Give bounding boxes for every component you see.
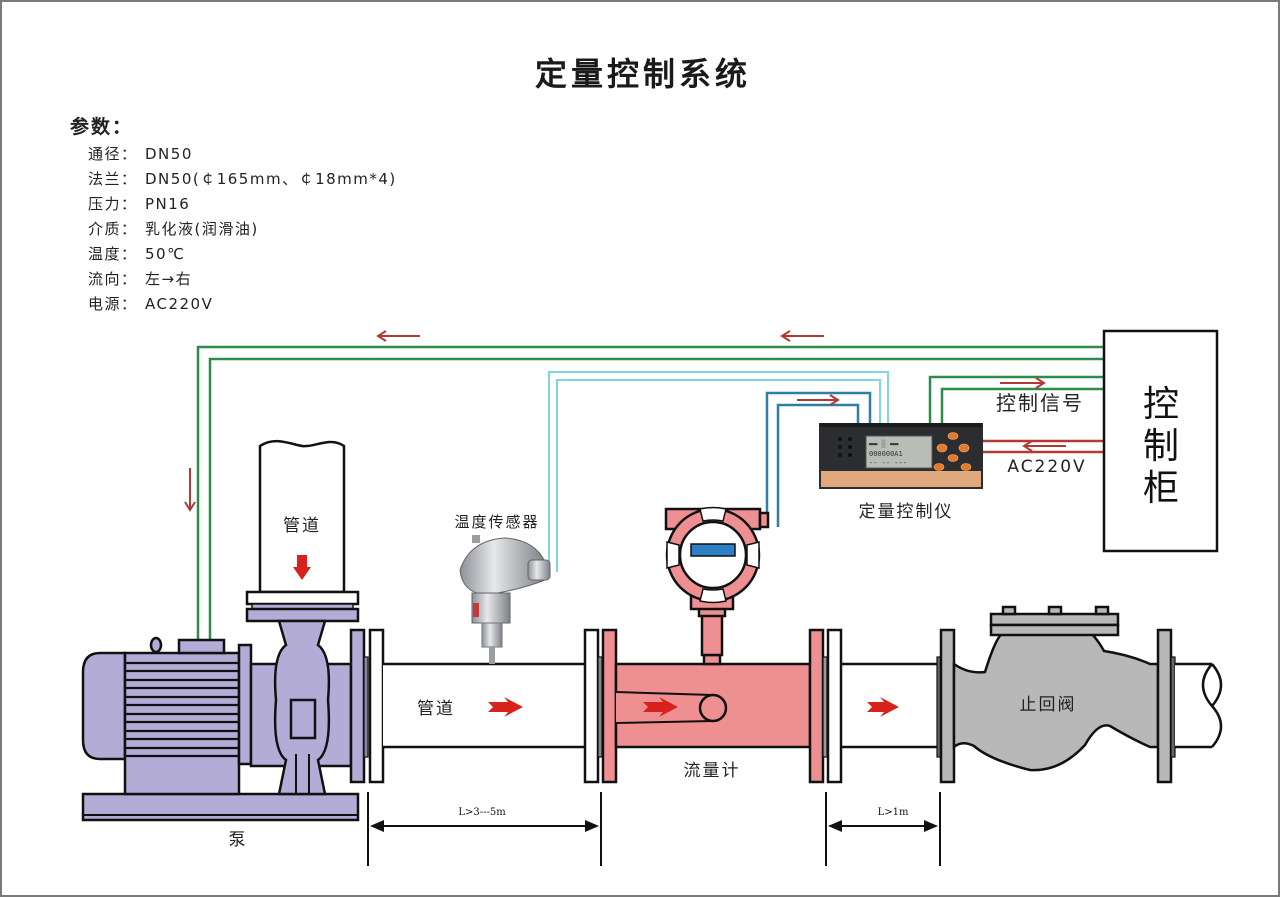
check-valve: [936, 605, 1223, 784]
parameter-value: DN50: [145, 145, 193, 163]
svg-text:-- -- ---: -- -- ---: [869, 459, 907, 467]
parameter-value: 左→右: [145, 270, 192, 288]
cabinet-label-1: 控: [1143, 384, 1179, 425]
check-valve-label: 止回阀: [1020, 695, 1077, 715]
parameter-label: 电源：: [88, 295, 138, 313]
flow-right-arrow-icon: [643, 697, 678, 717]
pump-label: 泵: [229, 830, 248, 850]
parameter-label: 温度：: [88, 245, 138, 263]
parameter-value: 50℃: [145, 245, 185, 263]
dimension-upstream: [367, 792, 602, 866]
pump-wire-outer: [196, 345, 1104, 640]
inlet-pipe-label: 管道: [283, 516, 321, 536]
flow-down-arrow-icon: [293, 555, 311, 580]
parameter-label: 压力：: [88, 195, 138, 213]
power-wires: [983, 439, 1104, 454]
temp-wire-outer: [548, 371, 889, 572]
flow-wire-outer: [765, 391, 872, 527]
arrow-right-icon: [1000, 377, 1046, 389]
inlet-pipe: 管道: [245, 439, 360, 623]
flowmeter-wires: [765, 391, 872, 527]
parameters-block: 参数： 通径： DN50 法兰： DN50(￠165mm、￠18mm*4) 压力： PN1…: [70, 115, 397, 313]
controller-key-up[interactable]: [947, 432, 959, 440]
controller-key-right[interactable]: [958, 443, 970, 453]
parameter-value: PN16: [145, 195, 190, 213]
control-signal-label: 控制信号: [996, 391, 1084, 415]
controller-lcd: [865, 435, 933, 469]
arrow-down-icon: [184, 468, 196, 512]
dimension-downstream: [825, 792, 941, 866]
arrow-right-icon: [797, 394, 840, 406]
arrow-left-icon: [376, 330, 420, 342]
parameter-value: AC220V: [145, 295, 213, 313]
parameter-label: 介质：: [88, 220, 138, 238]
flowmeter-label: 流量计: [684, 761, 741, 781]
pump-wire-inner: [208, 357, 1104, 640]
upstream-length-label: L>3---5m: [458, 807, 506, 818]
parameters-heading: 参数：: [70, 115, 133, 138]
controller-wire-outer: [928, 375, 1104, 423]
power-label: AC220V: [1007, 457, 1086, 477]
temperature-sensor: [459, 535, 551, 664]
controller-wire-inner: [940, 387, 1104, 423]
flowmeter-display: [690, 543, 736, 557]
flow-right-arrow-icon: [867, 697, 899, 717]
controller-key-enter[interactable]: [960, 463, 972, 471]
signal-arrows: [184, 330, 1066, 512]
controller-key-down[interactable]: [947, 454, 959, 462]
pump-control-wires: [196, 345, 1104, 640]
temp-wire-inner: [556, 379, 881, 572]
arrow-left-icon: [780, 330, 824, 342]
downstream-pipe: [826, 628, 937, 784]
cabinet-label-3: 柜: [1143, 468, 1179, 509]
control-cabinet: 控 制 柜: [1102, 329, 1219, 553]
arrow-left-icon: [1022, 440, 1066, 452]
diagram-title: 定量控制系统: [535, 55, 751, 93]
parameter-label: 法兰：: [88, 170, 138, 188]
quantitative-controller: ▬▬ ░ ▬▬ 000000A1 -- -- ---: [819, 423, 983, 489]
main-pipe-label: 管道: [417, 699, 455, 719]
cabinet-label-2: 制: [1143, 426, 1179, 467]
pump: [81, 619, 369, 822]
parameter-value: 乳化液(润滑油): [145, 220, 259, 238]
downstream-length-label: L>1m: [878, 807, 909, 818]
parameter-value: DN50(￠165mm、￠18mm*4): [145, 170, 397, 188]
flowmeter: [601, 506, 828, 784]
upstream-pipe: 管道: [368, 628, 603, 784]
parameter-label: 流向：: [88, 270, 138, 288]
controller-signal-wires: [928, 375, 1104, 423]
flow-wire-inner: [776, 403, 860, 527]
controller-key-set[interactable]: [933, 463, 945, 471]
controller-key-left[interactable]: [936, 443, 948, 453]
controller-label: 定量控制仪: [859, 502, 954, 522]
flow-right-arrow-icon: [488, 697, 523, 717]
temp-sensor-wires: [548, 371, 889, 572]
temp-sensor-label: 温度传感器: [454, 513, 539, 531]
svg-text:▬▬ ░ ▬▬: ▬▬ ░ ▬▬: [869, 439, 899, 448]
svg-text:000000A1: 000000A1: [869, 450, 903, 458]
parameter-label: 通径：: [88, 145, 138, 163]
